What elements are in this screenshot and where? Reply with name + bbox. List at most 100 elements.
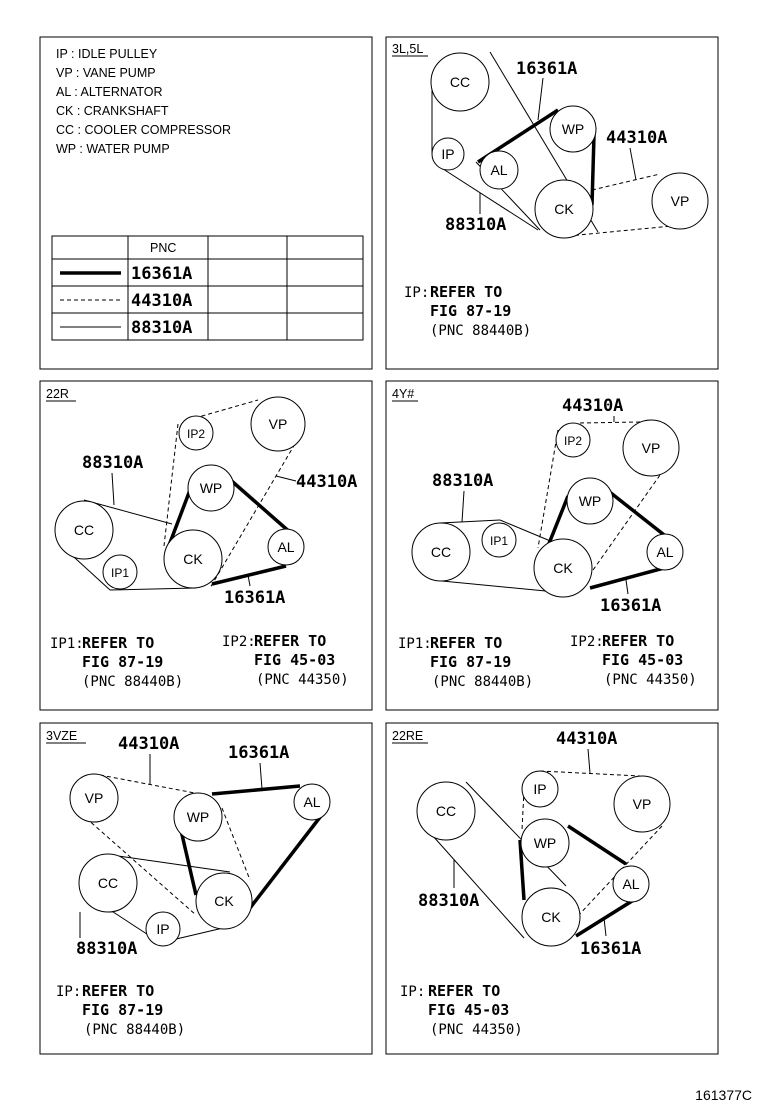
pulley-ip: [145, 911, 181, 947]
belt-88310a: [117, 855, 231, 873]
note-text: FIG 87-19: [430, 653, 511, 671]
pulley-label: CK: [214, 893, 234, 909]
pulley-label: AL: [277, 539, 294, 555]
note-text: REFER TO: [82, 634, 154, 652]
belt-44310a: [209, 431, 303, 589]
panel-tag: 3VZE: [46, 729, 77, 743]
pulley-vp: [622, 419, 680, 477]
pulley-al: [479, 150, 519, 190]
panel-tag: 3L,5L: [392, 42, 423, 56]
note-text: (PNC 44350): [430, 1022, 523, 1038]
pulley-label: WP: [534, 835, 557, 851]
legend-line: CK : CRANKSHAFT: [56, 104, 169, 118]
pulley-wp: [520, 818, 570, 868]
legend-line: IP : IDLE PULLEY: [56, 47, 158, 61]
pulley-ip1: [102, 554, 138, 590]
pulley-label: AL: [656, 544, 673, 560]
figure-number: 161377C: [695, 1087, 752, 1103]
part-number-label: 16361A: [580, 939, 641, 959]
pulley-label: WP: [579, 493, 602, 509]
pulley-label: CK: [553, 560, 573, 576]
pulley-label: CC: [450, 74, 470, 90]
panel-4y: 4Y# CC IP1 IP2 VP WP CK AL 44310A 88310A…: [385, 380, 719, 711]
pulley-label: WP: [562, 121, 585, 137]
pulley-label: AL: [622, 876, 639, 892]
note-text: REFER TO: [602, 632, 674, 650]
belt-44310a: [537, 429, 559, 549]
belt-44310a: [99, 774, 201, 795]
note-label: IP:: [56, 984, 81, 1000]
part-number-label: 44310A: [118, 734, 179, 754]
panel-22r: 22R CC IP1 IP2 VP WP CK AL 88310A 44310A…: [39, 380, 373, 711]
pulley-label: WP: [187, 809, 210, 825]
belt-16361a: [518, 839, 526, 901]
pulley-label: IP: [441, 146, 454, 162]
pulley-ip: [431, 137, 465, 171]
belt-88310a: [441, 580, 557, 593]
note-text: FIG 45-03: [602, 651, 683, 669]
belt-88310a: [109, 587, 197, 591]
pulley-al: [646, 533, 684, 571]
pulley-vp: [651, 172, 709, 230]
pnc-header: PNC: [150, 241, 176, 255]
belt-44310a: [567, 225, 673, 237]
part-number-label: 44310A: [606, 128, 667, 148]
pulley-label: CK: [541, 909, 561, 925]
part-number-label: 88310A: [445, 215, 506, 235]
pulley-label: AL: [490, 162, 507, 178]
pulley-ip2: [178, 415, 214, 451]
pnc-value: 16361A: [131, 264, 192, 284]
note-text: (PNC 44350): [604, 672, 697, 688]
part-number-label: 44310A: [562, 396, 623, 416]
pulley-label: AL: [303, 794, 320, 810]
pulley-ck: [163, 529, 223, 589]
pnc-table: PNC 16361A 44310A 88310A: [51, 235, 364, 341]
pulley-ck: [521, 887, 581, 947]
note-text: REFER TO: [82, 982, 154, 1000]
note-label: IP2:: [570, 634, 604, 650]
pulley-label: VP: [671, 193, 690, 209]
belt-44310a: [585, 457, 673, 581]
pulley-ip2: [555, 422, 591, 458]
part-number-label: 16361A: [228, 743, 289, 763]
pnc-value: 88310A: [131, 318, 192, 338]
pulley-cc: [54, 500, 114, 560]
legend-line: VP : VANE PUMP: [56, 66, 156, 80]
part-number-label: 88310A: [82, 453, 143, 473]
belt-16361a: [178, 825, 198, 896]
note-text: FIG 87-19: [82, 1001, 163, 1019]
pulley-ck: [534, 179, 594, 239]
panel-22re: 22RE CC IP VP WP AL CK 44310A 88310A 163…: [385, 722, 719, 1055]
belt-88310a: [83, 499, 173, 525]
pulley-label: IP1: [490, 534, 508, 548]
panel-tag: 22RE: [392, 729, 423, 743]
pulley-label: CC: [98, 875, 118, 891]
belt-88310a: [423, 825, 525, 939]
pulley-vp: [69, 773, 119, 823]
note-text: FIG 87-19: [430, 302, 511, 320]
pnc-value: 44310A: [131, 291, 192, 311]
pulley-label: CK: [183, 551, 203, 567]
pulley-wp: [549, 105, 597, 153]
panel-3vze: 3VZE VP WP AL CC IP CK 44310A 16361A 883…: [39, 722, 373, 1055]
pulley-al: [267, 528, 305, 566]
belt-16361a: [211, 564, 287, 586]
part-number-label: 16361A: [516, 59, 577, 79]
belt-88310a: [465, 781, 567, 887]
pulley-ip: [521, 770, 559, 808]
pulley-cc: [78, 853, 138, 913]
belt-16361a: [590, 134, 596, 206]
panel-tag: 22R: [46, 387, 69, 401]
belt-44310a: [85, 817, 197, 916]
belt-88310a: [439, 166, 539, 231]
belt-16361a: [211, 784, 301, 796]
part-number-label: 88310A: [432, 471, 493, 491]
belt-88310a: [439, 519, 501, 524]
note-text: REFER TO: [254, 632, 326, 650]
pulley-ck: [533, 538, 593, 598]
note-text: FIG 87-19: [82, 653, 163, 671]
part-number-label: 44310A: [556, 729, 617, 749]
note-label: IP1:: [398, 636, 432, 652]
belt-44310a: [187, 399, 259, 421]
pulley-ip1: [481, 522, 517, 558]
